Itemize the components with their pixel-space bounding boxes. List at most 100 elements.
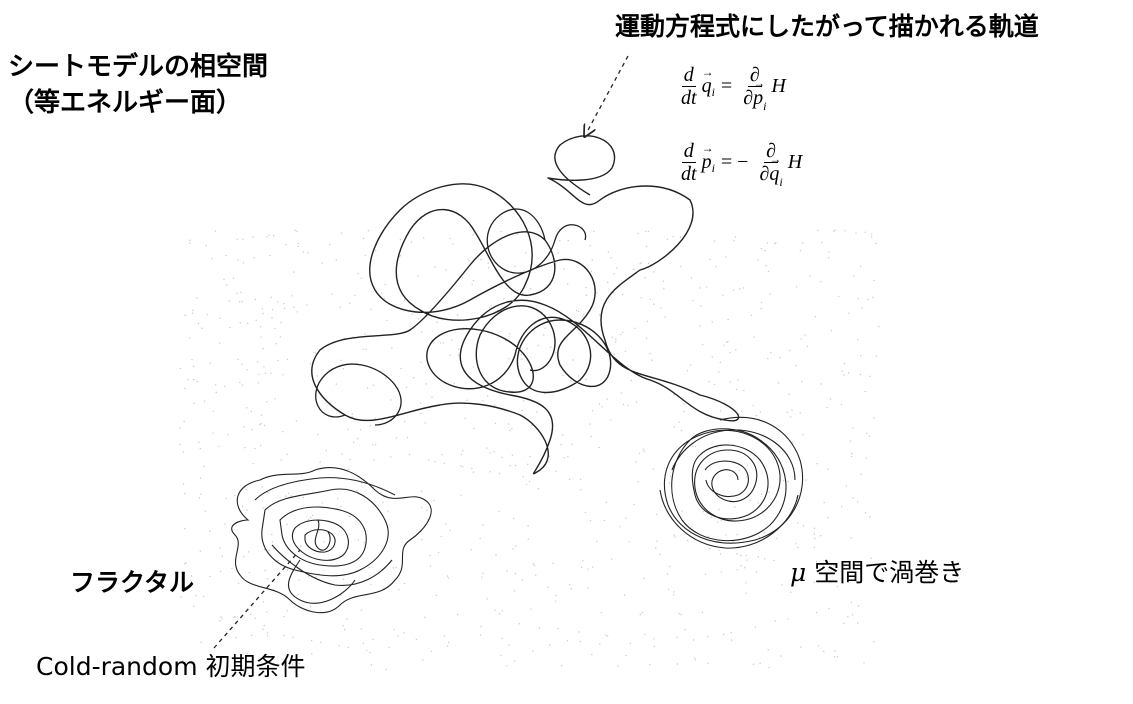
stipple-dot: [472, 366, 475, 368]
stipple-dot: [723, 344, 725, 346]
stipple-dot: [234, 616, 236, 618]
stipple-dot: [875, 355, 878, 357]
stipple-dot: [260, 422, 262, 425]
stipple-dot: [486, 447, 488, 449]
stipple-dot: [259, 423, 261, 426]
stipple-dot: [820, 383, 822, 385]
stipple-dot: [782, 479, 785, 482]
stipple-dot: [203, 465, 205, 468]
stipple-dot: [555, 352, 557, 354]
eq1-lhs-fraction: d dt: [679, 64, 699, 109]
stipple-dot: [270, 372, 272, 374]
stipple-dot: [767, 649, 769, 651]
stipple-dot: [521, 579, 524, 581]
stipple-dot: [768, 491, 770, 493]
stipple-dot: [260, 336, 262, 338]
stipple-dot: [457, 348, 460, 350]
stipple-dot: [512, 548, 514, 550]
stipple-dot: [498, 613, 501, 615]
stipple-dot: [555, 600, 557, 602]
stipple-dot: [797, 522, 799, 524]
stipple-dot: [788, 349, 791, 352]
eq1-lhs-var: q: [702, 65, 714, 98]
stipple-dot: [701, 611, 704, 613]
stipple-dot: [716, 521, 719, 523]
stipple-dot: [585, 286, 587, 289]
stipple-dot: [311, 514, 314, 517]
stipple-dot: [707, 535, 710, 537]
stipple-dot: [347, 468, 350, 470]
stipple-dot: [260, 414, 263, 416]
stipple-dot: [652, 468, 655, 470]
stipple-dot: [355, 490, 358, 492]
stipple-dot: [338, 645, 340, 647]
stipple-dot: [481, 576, 483, 578]
stipple-dot: [656, 540, 658, 542]
stipple-dot: [699, 287, 701, 289]
stipple-dot: [610, 257, 612, 259]
stipple-dot: [325, 450, 327, 452]
stipple-dot: [398, 255, 401, 258]
stipple-dot: [443, 635, 446, 637]
stipple-dot: [218, 445, 220, 448]
stipple-dot: [850, 455, 853, 458]
stipple-dot: [347, 428, 349, 430]
stipple-dot: [589, 245, 591, 247]
stipple-dot: [830, 330, 833, 332]
stipple-dot: [263, 624, 265, 627]
stipple-dot: [461, 449, 464, 452]
stipple-dot: [283, 303, 285, 305]
stipple-dot: [552, 562, 554, 564]
stipple-dot: [420, 361, 422, 363]
stipple-dot: [765, 265, 767, 267]
eq2-lhs-fraction: d dt: [679, 140, 699, 185]
stipple-dot: [184, 492, 186, 495]
stipple-dot: [605, 501, 607, 504]
stipple-dot: [767, 357, 769, 360]
stipple-dot: [307, 252, 309, 254]
stipple-dot: [423, 237, 425, 239]
stipple-dot: [591, 653, 593, 656]
stipple-dot: [313, 351, 315, 353]
stipple-dot: [307, 575, 310, 577]
cold-random-label: Cold-random 初期条件: [36, 652, 306, 681]
stipple-dot: [800, 646, 802, 648]
mu-symbol: μ: [790, 558, 807, 587]
stipple-dot: [817, 229, 819, 232]
stipple-dot: [360, 628, 363, 630]
stipple-dot: [855, 232, 857, 235]
stipple-dot: [774, 620, 776, 622]
stipple-dot: [678, 613, 680, 615]
stipple-dot: [859, 373, 862, 376]
stipple-dot: [443, 462, 445, 464]
stipple-dot: [760, 248, 763, 250]
stipple-dot: [391, 347, 393, 349]
stipple-dot: [211, 258, 213, 260]
stipple-dot: [827, 468, 829, 470]
stipple-dot: [745, 554, 747, 557]
stipple-dot: [834, 229, 836, 231]
stipple-dot: [399, 254, 402, 257]
stipple-dot: [834, 650, 836, 652]
stipple-dot: [434, 266, 436, 268]
stipple-dot: [861, 307, 863, 309]
stipple-dot: [635, 401, 638, 403]
stipple-dot: [195, 595, 197, 597]
stipple-dot: [643, 577, 645, 580]
stipple-dot: [730, 631, 732, 634]
stipple-dot: [826, 406, 828, 409]
stipple-dot: [470, 549, 472, 551]
stipple-dot: [605, 634, 607, 636]
stipple-dot: [257, 382, 260, 384]
stipple-dot: [622, 331, 624, 334]
stipple-dot: [331, 293, 333, 295]
stipple-dot: [297, 593, 299, 596]
stipple-dot: [189, 239, 191, 241]
stipple-dot: [232, 277, 235, 279]
stipple-dot: [225, 284, 228, 286]
stipple-dot: [387, 510, 389, 512]
stipple-dot: [263, 549, 266, 551]
stipple-dot: [434, 460, 436, 463]
stipple-dot: [869, 375, 871, 377]
